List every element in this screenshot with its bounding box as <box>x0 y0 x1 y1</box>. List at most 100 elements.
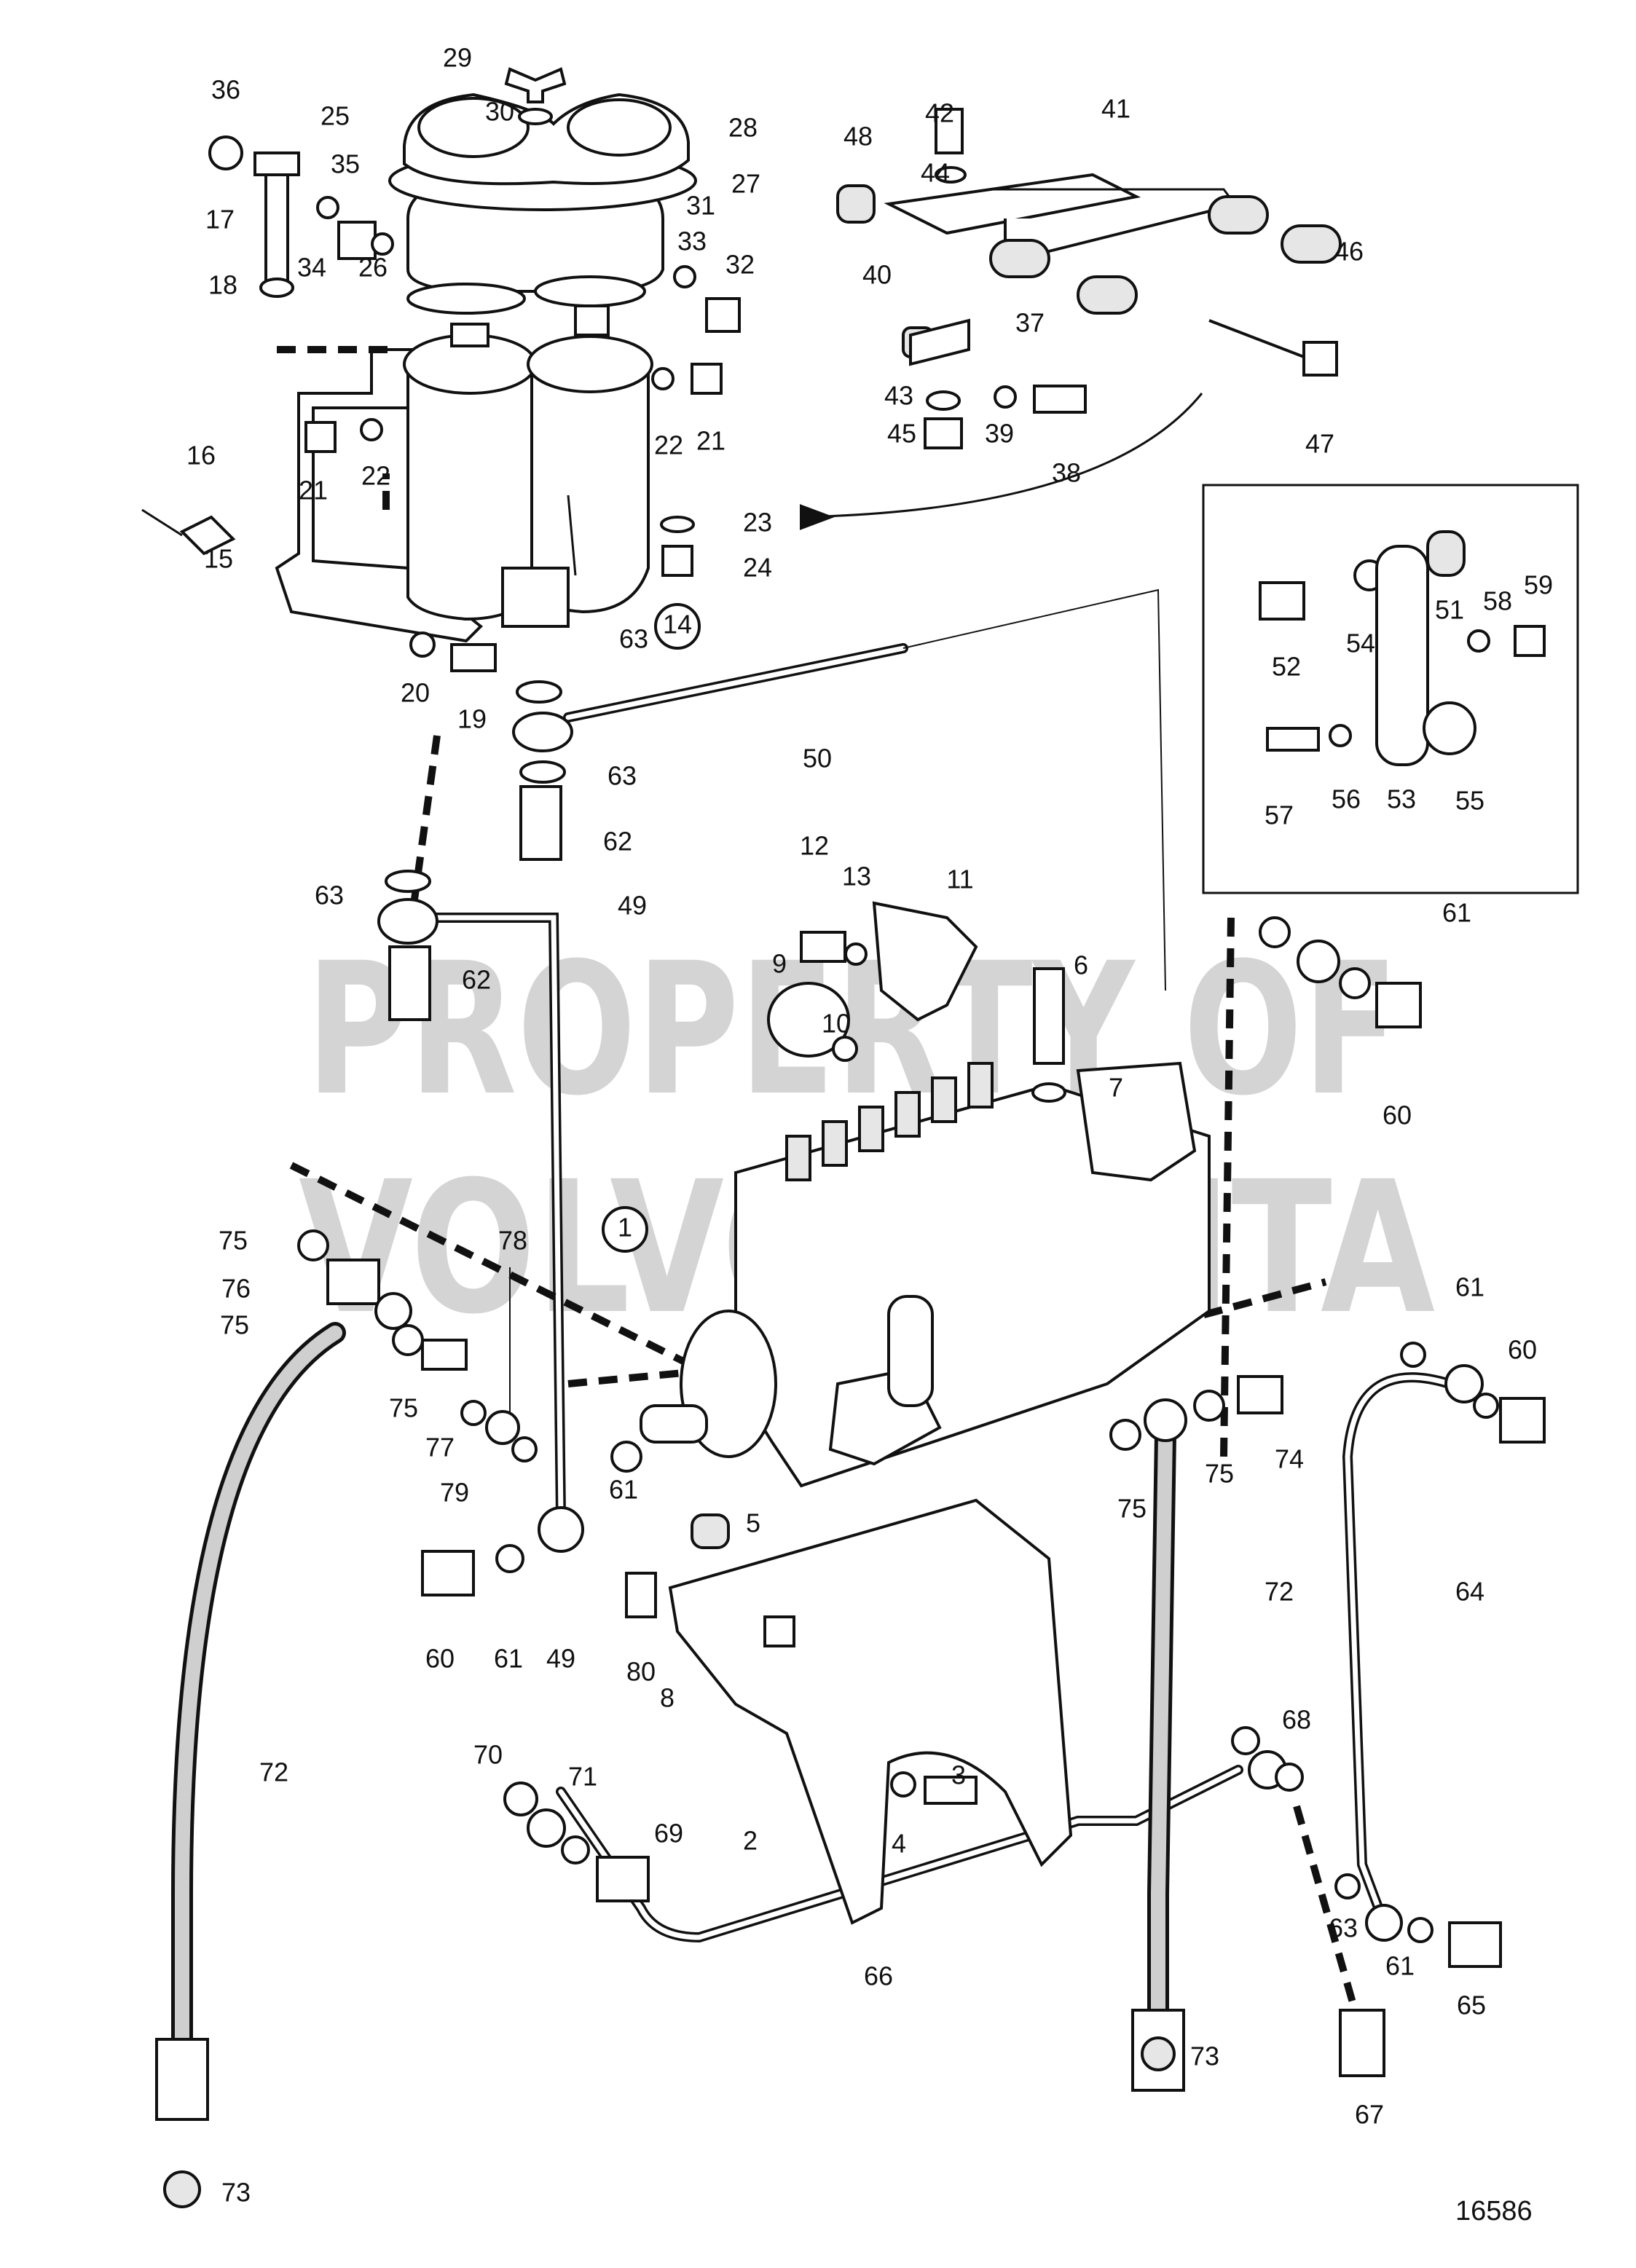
washer-61-top-a <box>1259 916 1291 948</box>
bolt-74 <box>1237 1375 1283 1414</box>
part-label-80: 80 <box>626 1657 656 1687</box>
part-label-3: 3 <box>951 1760 966 1790</box>
banjo-63-b <box>377 898 439 945</box>
part-label-61: 61 <box>1442 898 1471 928</box>
washer-61-mid <box>610 1441 642 1473</box>
washer-75a <box>297 1229 329 1261</box>
banjo-49 <box>538 1506 584 1553</box>
part-label-42: 42 <box>925 98 954 128</box>
part-label-51: 51 <box>1435 595 1464 625</box>
washer-35b <box>371 232 394 256</box>
part-label-67: 67 <box>1355 2100 1384 2130</box>
part-label-18: 18 <box>208 270 237 300</box>
pipe-50-core <box>565 645 906 720</box>
washer-18 <box>259 277 294 298</box>
part-label-19: 19 <box>457 704 487 734</box>
part-label-63: 63 <box>1329 1913 1358 1943</box>
bolt-38 <box>1033 385 1087 414</box>
filter-drain-lever <box>567 495 577 576</box>
part-label-72: 72 <box>259 1757 288 1787</box>
part-label-8: 8 <box>660 1683 675 1713</box>
bolt-62-top <box>519 785 562 861</box>
bolt-60-right <box>1499 1397 1546 1444</box>
part-label-31: 31 <box>686 191 715 221</box>
nut-48 <box>836 184 876 224</box>
outlet-5 <box>931 1076 957 1123</box>
tube-46b <box>1281 224 1342 264</box>
part-label-73: 73 <box>221 2178 251 2208</box>
part-label-69: 69 <box>654 1819 683 1848</box>
part-label-49: 49 <box>618 891 647 921</box>
part-label-49: 49 <box>546 1644 575 1674</box>
washer-56 <box>1329 724 1352 747</box>
fuel-lines <box>155 346 1455 2121</box>
part-label-45: 45 <box>887 419 916 449</box>
washer-4 <box>890 1771 916 1798</box>
plug-36 <box>208 135 243 170</box>
bolt-6 <box>1033 967 1065 1065</box>
part-label-43: 43 <box>884 381 913 411</box>
part-label-16: 16 <box>186 441 216 470</box>
tube-46c <box>989 239 1050 278</box>
part-label-74: 74 <box>1275 1444 1304 1474</box>
part-label-52: 52 <box>1272 652 1301 682</box>
bolt-17 <box>264 166 289 286</box>
washer-61-right-b <box>1473 1393 1499 1419</box>
bolt-21-left <box>304 421 337 453</box>
washer-33 <box>673 265 696 288</box>
banjo-71 <box>527 1808 566 1848</box>
part-label-21: 21 <box>299 476 328 505</box>
bracket-11 <box>872 901 978 1022</box>
washer-35a <box>316 196 339 219</box>
filter-head-seal-left <box>406 283 526 315</box>
bolt-80 <box>625 1572 657 1618</box>
part-label-62: 62 <box>462 965 491 995</box>
part-label-72: 72 <box>1265 1577 1294 1607</box>
washer-61-top-b <box>1339 967 1371 999</box>
cap-73-left <box>163 2170 201 2208</box>
inset-frame <box>1202 484 1579 894</box>
clamp-55 <box>1423 701 1476 755</box>
washer-61-low <box>495 1544 524 1573</box>
bolt-67 <box>1339 2009 1385 2077</box>
part-label-73: 73 <box>1190 2041 1219 2071</box>
diaphragm-9 <box>767 982 850 1058</box>
guide-dash-5 <box>1293 1805 1358 2012</box>
part-label-35: 35 <box>331 149 360 179</box>
washer-20 <box>409 631 436 658</box>
circled-part-label-1: 1 <box>618 1213 632 1243</box>
part-label-9: 9 <box>772 949 787 979</box>
banjo-63-low <box>1365 1904 1403 1942</box>
washer-63-top <box>516 680 562 704</box>
bolt-19 <box>450 643 497 672</box>
part-label-37: 37 <box>1015 308 1045 338</box>
pipe-66-core <box>558 1767 1241 1940</box>
part-label-22: 22 <box>654 430 683 460</box>
screw-8 <box>763 1615 795 1647</box>
circled-label-ring-1 <box>602 1206 648 1253</box>
part-label-63: 63 <box>315 881 344 910</box>
part-label-53: 53 <box>1387 784 1416 814</box>
tube-46a <box>1208 195 1269 235</box>
washer-44 <box>935 166 967 184</box>
washer-71 <box>561 1835 590 1865</box>
washer-22-right <box>651 367 675 390</box>
bolt-52 <box>1259 581 1305 621</box>
hose-72-left-core <box>175 1326 342 2076</box>
washer-43 <box>926 390 961 411</box>
bolt-47-shank <box>1208 319 1305 358</box>
washer-75c <box>392 1324 424 1356</box>
part-label-24: 24 <box>743 553 772 583</box>
guide-dash-1 <box>289 1162 731 1387</box>
pump-governor <box>1076 1061 1197 1182</box>
banjo-63 <box>512 712 573 752</box>
part-label-25: 25 <box>320 101 350 131</box>
bolt-60-low <box>421 1550 475 1596</box>
part-label-78: 78 <box>498 1226 527 1256</box>
part-label-77: 77 <box>425 1433 455 1462</box>
spacer-51 <box>1426 530 1466 577</box>
part-label-75: 75 <box>219 1226 248 1256</box>
part-label-17: 17 <box>205 205 235 235</box>
filter-cap-right <box>527 335 653 393</box>
